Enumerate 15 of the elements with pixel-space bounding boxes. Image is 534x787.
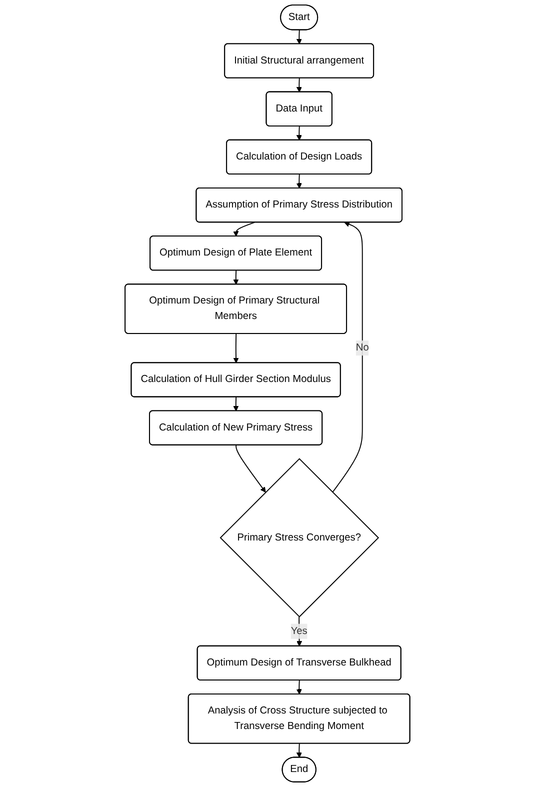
arrow xyxy=(232,333,238,364)
arrow xyxy=(296,30,302,44)
edge-label: No xyxy=(355,342,368,354)
edge-label: Yes xyxy=(290,626,307,636)
arrow xyxy=(296,78,302,92)
arrow xyxy=(296,126,302,140)
arrow xyxy=(235,444,266,493)
arrow xyxy=(296,743,302,758)
arrow xyxy=(332,222,362,493)
arrow xyxy=(296,174,302,189)
arrow xyxy=(232,270,238,285)
arrow xyxy=(232,222,254,237)
arrow xyxy=(296,680,302,695)
node-diamond: Primary Stress Converges? xyxy=(219,458,379,618)
arrow xyxy=(232,396,238,412)
